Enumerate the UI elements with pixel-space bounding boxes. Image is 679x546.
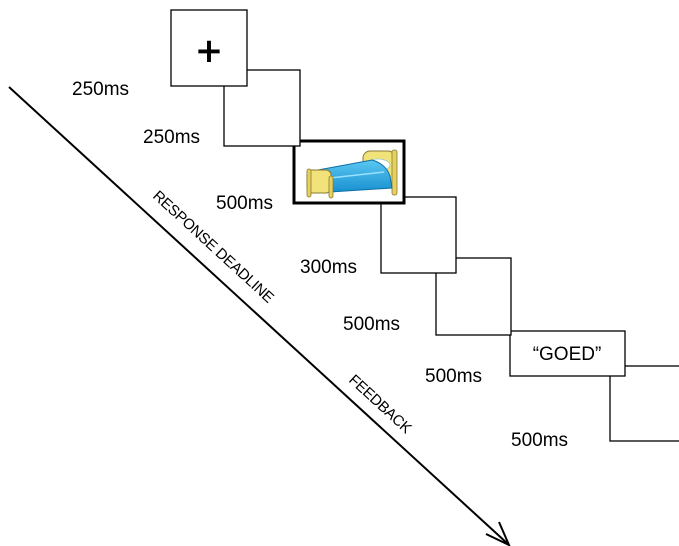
duration-feedback: 500ms (425, 366, 482, 387)
duration-fixation: 250ms (72, 79, 129, 100)
duration-stimulus: 500ms (216, 193, 273, 214)
duration-blank-4: 500ms (511, 430, 568, 451)
blank-frame-3 (435, 257, 512, 336)
fixation-frame: + (170, 9, 248, 87)
bed-icon (306, 149, 398, 199)
fixation-cross: + (195, 31, 224, 71)
feedback-text: “GOED” (533, 344, 602, 365)
stimulus-frame (292, 139, 406, 205)
duration-blank-1: 250ms (143, 127, 200, 148)
timeline-arrow (8, 86, 511, 546)
blank-frame-4 (609, 365, 679, 442)
duration-blank-3: 500ms (343, 314, 400, 335)
duration-blank-2: 300ms (300, 257, 357, 278)
blank-frame-2 (380, 196, 457, 274)
feedback-frame: “GOED” (509, 330, 626, 377)
